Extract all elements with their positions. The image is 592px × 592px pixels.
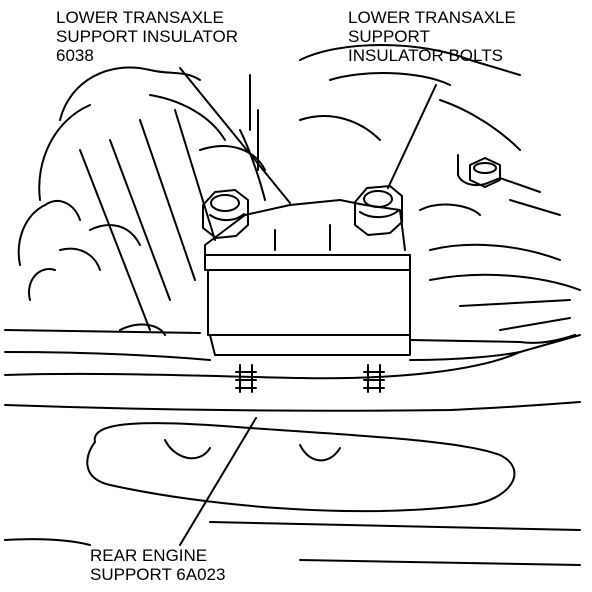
- support-label-line2: SUPPORT 6A023: [90, 565, 226, 584]
- bolts-label-line3: INSULATOR BOLTS: [348, 46, 503, 65]
- lower-outline: [4, 521, 581, 566]
- insulator-label-line2: SUPPORT INSULATOR: [56, 27, 239, 46]
- bolts-label-line1: LOWER TRANSAXLE: [348, 8, 516, 27]
- insulator-bolts-label: LOWER TRANSAXLE SUPPORT INSULATOR BOLTS: [348, 8, 516, 65]
- support-cutout: [86, 422, 516, 513]
- rear-engine-support: [4, 299, 581, 412]
- insulator-label: LOWER TRANSAXLE SUPPORT INSULATOR 6038: [56, 8, 238, 65]
- leader-lines: [179, 67, 437, 546]
- bolts-label-line2: SUPPORT: [348, 27, 430, 46]
- insulator-label-line1: LOWER TRANSAXLE: [56, 8, 224, 27]
- rear-engine-support-label: REAR ENGINE SUPPORT 6A023: [90, 546, 225, 584]
- insulator-label-line3: 6038: [56, 46, 94, 65]
- engine-block-outline: [299, 44, 581, 291]
- upper-right-nut: [469, 157, 501, 188]
- left-insulator-bolt: [202, 189, 249, 239]
- support-label-line1: REAR ENGINE: [90, 546, 208, 565]
- transaxle-housing: [17, 66, 266, 336]
- lower-mount-studs: [235, 364, 385, 393]
- transaxle-support-insulator: [204, 199, 411, 356]
- right-insulator-bolt: [354, 185, 403, 236]
